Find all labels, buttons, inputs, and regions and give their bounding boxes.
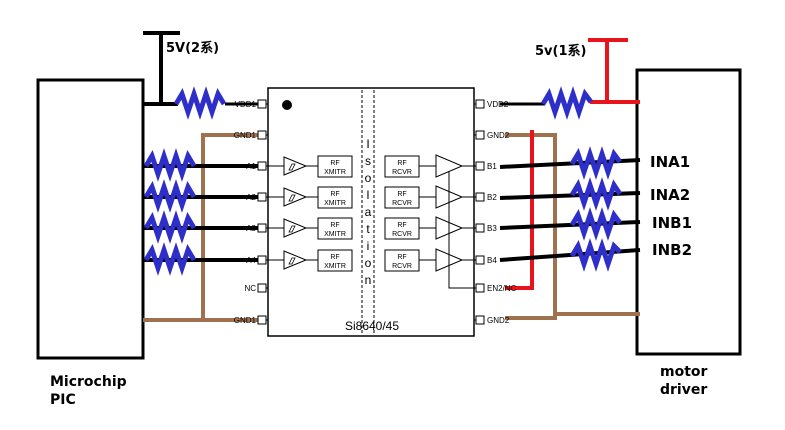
driver-input-label: INA2 xyxy=(650,186,690,204)
left-pin-label: A4 xyxy=(246,256,256,265)
xmitr-label-2: XMITR xyxy=(324,231,346,238)
xmitr-label-1: RF xyxy=(330,254,339,261)
rcvr-label-2: RCVR xyxy=(392,169,412,176)
pin-square xyxy=(257,192,267,202)
pin-square xyxy=(475,99,485,109)
xmitr-label-1: RF xyxy=(330,160,339,167)
input-buffer-icon xyxy=(283,250,308,270)
resistor-b4 xyxy=(569,238,622,272)
xmitr-label-1: RF xyxy=(330,191,339,198)
right-pin-label: B4 xyxy=(487,256,497,265)
resistor-b2 xyxy=(569,177,623,211)
iso-letter: o xyxy=(365,256,372,270)
resistor-a3 xyxy=(143,210,197,244)
iso-letter: a xyxy=(365,205,372,219)
pin-square xyxy=(257,161,267,171)
xmitr-block xyxy=(317,155,353,178)
pic-label-line1: Microchip xyxy=(50,374,127,390)
xmitr-label-2: XMITR xyxy=(324,263,346,270)
pic-mcu-box xyxy=(36,78,145,360)
en2-red-wire xyxy=(505,130,534,290)
left-pin-label: A1 xyxy=(246,162,256,171)
right-pin-label: EN2/NC xyxy=(487,284,517,293)
pin-square xyxy=(475,161,485,171)
left-pin-label: GND1 xyxy=(234,131,257,140)
isolator-chip-body xyxy=(267,87,475,337)
left-pin-label: A2 xyxy=(246,193,256,202)
right-pin-label: B1 xyxy=(487,162,497,171)
resistor-b3 xyxy=(569,207,622,241)
iso-letter: I xyxy=(366,137,369,151)
rcvr-label-2: RCVR xyxy=(392,263,412,270)
rcvr-label-1: RF xyxy=(397,160,406,167)
pin1-dot xyxy=(282,100,292,110)
pic-label-line2: PIC xyxy=(50,392,76,408)
xmitr-label-2: XMITR xyxy=(324,169,346,176)
resistor-a2 xyxy=(143,179,197,213)
input-buffer-icon xyxy=(283,218,308,238)
resistor-a1 xyxy=(143,148,197,182)
pin-square xyxy=(475,192,485,202)
pin-square xyxy=(475,130,485,140)
rcvr-label-2: RCVR xyxy=(392,200,412,207)
left-pin-label: VDD1 xyxy=(235,100,257,109)
pin-square xyxy=(257,255,267,265)
driver-input-label: INA1 xyxy=(650,153,690,171)
channel-1: RF XMITR RF RCVR xyxy=(268,154,474,178)
input-buffer-icon xyxy=(283,156,308,176)
rcvr-label-1: RF xyxy=(397,222,406,229)
right-pin-label: VDD2 xyxy=(487,100,509,109)
resistor-vdd2 xyxy=(540,86,593,120)
pin-square xyxy=(257,315,267,325)
isolation-text: I s o l a t i o n xyxy=(365,137,372,287)
right-pin-label: GND2 xyxy=(487,316,510,325)
resistor-vdd1 xyxy=(173,86,227,120)
pin-square xyxy=(257,130,267,140)
driver-input-label: INB2 xyxy=(652,241,692,259)
resistor-a4 xyxy=(143,242,197,276)
iso-letter: i xyxy=(367,239,370,253)
left-supply-label: 5V(2系) xyxy=(166,40,219,56)
rcvr-label-1: RF xyxy=(397,254,406,261)
driver-input-label: INB1 xyxy=(652,214,692,232)
right-pin-label: GND2 xyxy=(487,131,510,140)
left-pin-label: NC xyxy=(244,284,256,293)
rcvr-label-1: RF xyxy=(397,191,406,198)
wire-b2 xyxy=(499,191,641,200)
right-supply-label: 5v(1系) xyxy=(535,43,586,59)
pin-square xyxy=(475,283,485,293)
pin-square xyxy=(475,223,485,233)
pin-square xyxy=(257,99,267,109)
wire-b3 xyxy=(499,220,641,230)
left-pin-label: A3 xyxy=(246,224,256,233)
pin-square xyxy=(257,283,267,293)
motor-driver-box xyxy=(635,68,742,356)
iso-letter: n xyxy=(365,273,372,287)
xmitr-block xyxy=(317,249,353,272)
xmitr-label-1: RF xyxy=(330,222,339,229)
enable-line xyxy=(448,171,474,289)
resistor-b1 xyxy=(569,146,622,180)
right-pin-label: B3 xyxy=(487,224,497,233)
iso-letter: l xyxy=(367,188,370,202)
input-buffer-icon xyxy=(283,187,308,207)
iso-letter: s xyxy=(365,154,371,168)
iso-letter: o xyxy=(365,171,372,185)
pin-square xyxy=(475,255,485,265)
driver-label-line2: driver xyxy=(660,382,707,398)
pin-square xyxy=(257,223,267,233)
driver-label-line1: motor xyxy=(660,364,708,380)
left-pin-label: GND1 xyxy=(234,316,257,325)
iso-letter: t xyxy=(366,222,370,236)
channel-2: RF XMITR RF RCVR xyxy=(268,185,474,209)
pin-square xyxy=(475,315,485,325)
part-number: Si8640/45 xyxy=(345,319,399,333)
rcvr-label-2: RCVR xyxy=(392,231,412,238)
xmitr-label-2: XMITR xyxy=(324,200,346,207)
xmitr-block xyxy=(317,217,353,240)
xmitr-block xyxy=(317,186,353,209)
right-pin-label: B2 xyxy=(487,193,497,202)
